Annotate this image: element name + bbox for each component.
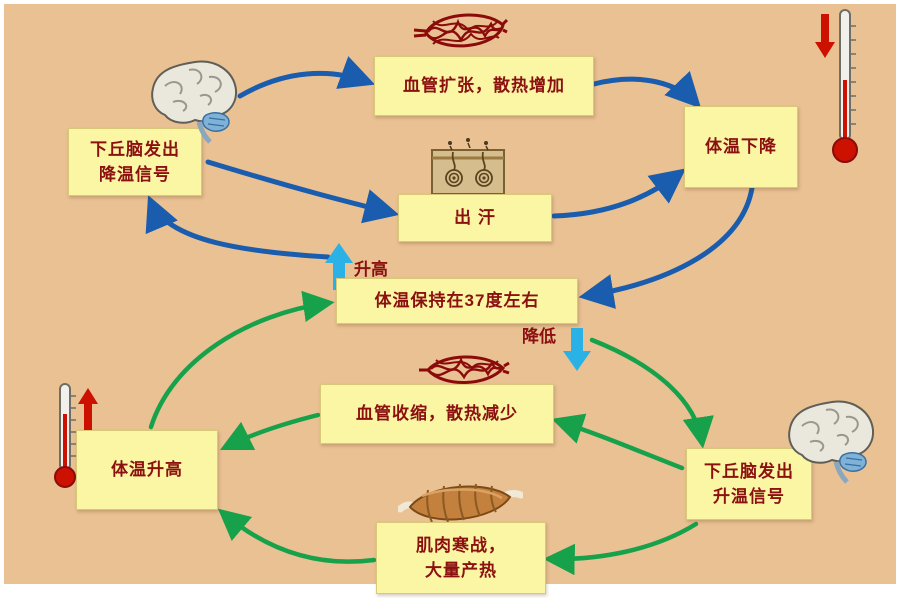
box-warm-signal-line2: 升温信号 (713, 487, 785, 506)
box-temp-drop-line1: 体温下降 (705, 137, 777, 157)
brain-icon (782, 396, 882, 484)
box-vasoconstriction-line1: 血管收缩，散热减少 (356, 404, 518, 424)
box-shiver-line1: 肌肉寒战， (416, 535, 506, 555)
dilated-blood-vessel-icon (413, 6, 508, 58)
box-vasoconstriction: 血管收缩，散热减少 (320, 384, 554, 444)
box-cool-signal: 下丘脑发出 降温信号 (68, 128, 202, 196)
box-temp-rise: 体温升高 (76, 430, 218, 510)
box-cool-signal-line1: 下丘脑发出 (90, 139, 180, 159)
box-shiver: 肌肉寒战， 大量产热 (376, 522, 546, 594)
thermometer-rising-icon (50, 380, 80, 490)
label-rise: 升高 (354, 260, 388, 279)
box-vasodilation-line1: 血管扩张，散热增加 (403, 76, 565, 96)
box-vasodilation: 血管扩张，散热增加 (374, 56, 594, 116)
box-sweat-line1: 出 汗 (454, 208, 496, 228)
muscle-icon (398, 476, 523, 531)
skin-sweat-gland-icon (428, 136, 508, 198)
thermometer-falling-icon (830, 6, 860, 166)
constricted-blood-vessel-icon (418, 344, 510, 396)
box-warm-signal-line1: 下丘脑发出 (704, 461, 794, 481)
box-shiver-line2: 大量产热 (425, 561, 497, 580)
box-normal-temp-line1: 体温保持在37度左右 (374, 291, 540, 311)
label-fall: 降低 (522, 327, 556, 346)
box-sweat: 出 汗 (398, 194, 552, 242)
box-temp-rise-line1: 体温升高 (111, 460, 183, 480)
box-warm-signal: 下丘脑发出 升温信号 (686, 448, 812, 520)
box-temp-drop: 体温下降 (684, 106, 798, 188)
box-cool-signal-line2: 降温信号 (99, 165, 171, 184)
box-normal-temp: 体温保持在37度左右 (336, 278, 578, 324)
brain-icon (145, 56, 245, 144)
